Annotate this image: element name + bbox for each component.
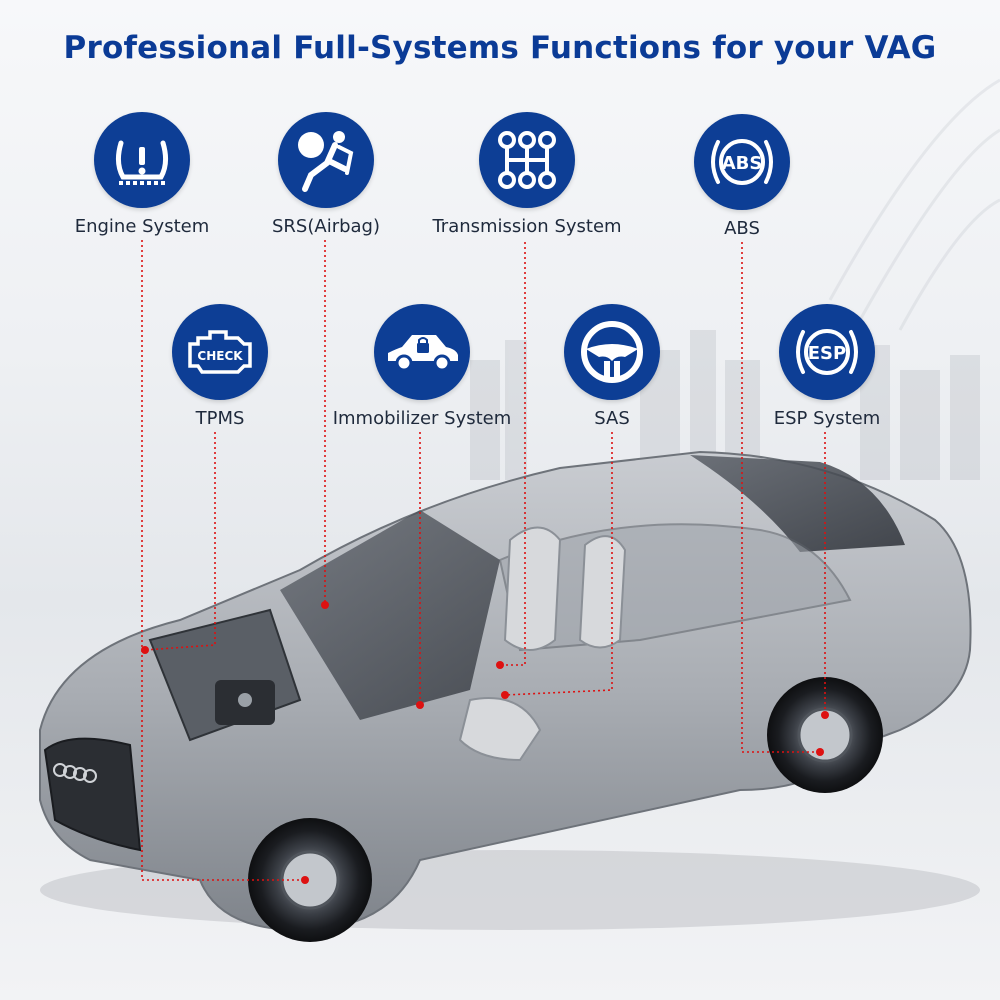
feature-immobilizer-system: Immobilizer System (322, 304, 522, 429)
tpms-warning-icon (94, 112, 190, 208)
feature-label: SAS (594, 408, 630, 429)
feature-tpms: CHECK TPMS (120, 304, 320, 429)
feature-label: ABS (724, 218, 760, 239)
airbag-icon (278, 112, 374, 208)
car-lock-icon (374, 304, 470, 400)
feature-transmission-system: Transmission System (427, 112, 627, 237)
car-seats (458, 526, 627, 762)
page-title: Professional Full-Systems Functions for … (63, 30, 937, 66)
check-icon-text: CHECK (197, 349, 243, 363)
feature-label: Immobilizer System (332, 408, 512, 429)
feature-engine-system: Engine System (42, 112, 242, 237)
abs-icon-text: ABS (722, 153, 763, 174)
engine-bay (148, 608, 302, 742)
steering-wheel-icon (564, 304, 660, 400)
car-windshield (280, 510, 500, 720)
feature-label: ESP System (773, 408, 881, 429)
gear-shift-icon (479, 112, 575, 208)
leader-lines (141, 240, 829, 884)
car-roof-glass (690, 455, 905, 552)
background-arches (828, 78, 1000, 331)
esp-icon-text: ESP (808, 343, 846, 364)
feature-srs-airbag: SRS(Airbag) (226, 112, 426, 237)
feature-label: SRS(Airbag) (272, 216, 380, 237)
feature-label: Engine System (74, 216, 210, 237)
feature-abs: ABS ABS (642, 114, 842, 239)
check-engine-icon: CHECK (172, 304, 268, 400)
car-logo-rings (53, 763, 97, 783)
feature-sas: SAS (512, 304, 712, 429)
esp-icon: ESP (779, 304, 875, 400)
feature-label: Transmission System (432, 216, 622, 237)
feature-esp-system: ESP ESP System (727, 304, 927, 429)
abs-icon: ABS (694, 114, 790, 210)
feature-label: TPMS (195, 408, 245, 429)
